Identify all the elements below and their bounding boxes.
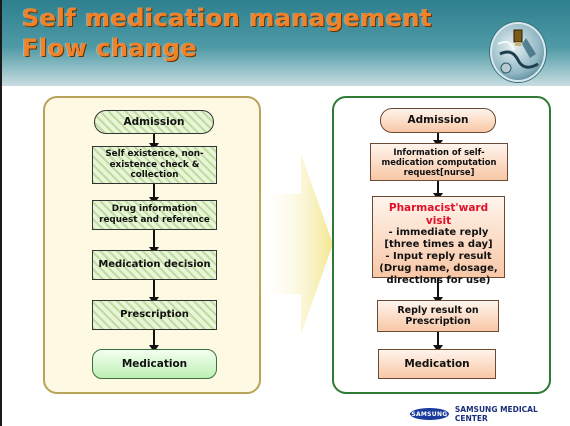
left-step-admission: Admission bbox=[94, 110, 214, 134]
right-step-medication: Medication bbox=[378, 349, 496, 379]
samsung-badge-icon: SAMSUNG bbox=[410, 408, 449, 420]
right-step-reply-result: Reply result on Prescription bbox=[377, 300, 499, 332]
left-step-drug-information: Drug information request and reference bbox=[92, 200, 217, 230]
left-arrow-3 bbox=[149, 230, 159, 254]
slide-header: Self medication management Flow change bbox=[2, 0, 570, 86]
right-arrow-1 bbox=[433, 133, 443, 147]
left-arrow-5 bbox=[149, 330, 159, 352]
samsung-medical-center-logo: SAMSUNG SAMSUNG MEDICAL CENTER bbox=[410, 405, 570, 423]
visit-line-immediate: - immediate reply bbox=[388, 227, 489, 239]
left-arrow-4 bbox=[149, 280, 159, 304]
right-arrow-3 bbox=[433, 278, 443, 304]
right-arrow-2 bbox=[433, 181, 443, 200]
right-step-information-request: Information of self-medication computati… bbox=[370, 143, 508, 181]
right-step-pharmacist-visit: Pharmacist'ward visit - immediate reply … bbox=[372, 196, 505, 286]
left-arrow-2 bbox=[149, 184, 159, 204]
left-arrow-1 bbox=[149, 134, 159, 150]
slide-title-line2: Flow change bbox=[22, 34, 198, 62]
left-step-prescription: Prescription bbox=[92, 300, 217, 330]
slide-title-line1: Self medication management bbox=[22, 4, 433, 32]
flow-change-arrow-icon bbox=[257, 154, 333, 334]
left-step-check-collection: Self existence, non-existence check & co… bbox=[92, 146, 217, 184]
right-step-admission: Admission bbox=[380, 108, 496, 133]
left-step-medication: Medication bbox=[92, 349, 217, 379]
right-arrow-4 bbox=[433, 332, 443, 352]
left-step-medication-decision: Medication decision bbox=[92, 250, 217, 280]
visit-line-input: - Input reply result bbox=[385, 251, 492, 263]
visit-line-frequency: [three times a day] bbox=[384, 239, 493, 251]
medical-emblem-icon bbox=[490, 22, 546, 82]
pharmacist-visit-title: Pharmacist'ward visit bbox=[388, 202, 489, 227]
footer-organization-name: SAMSUNG MEDICAL CENTER bbox=[454, 405, 538, 423]
